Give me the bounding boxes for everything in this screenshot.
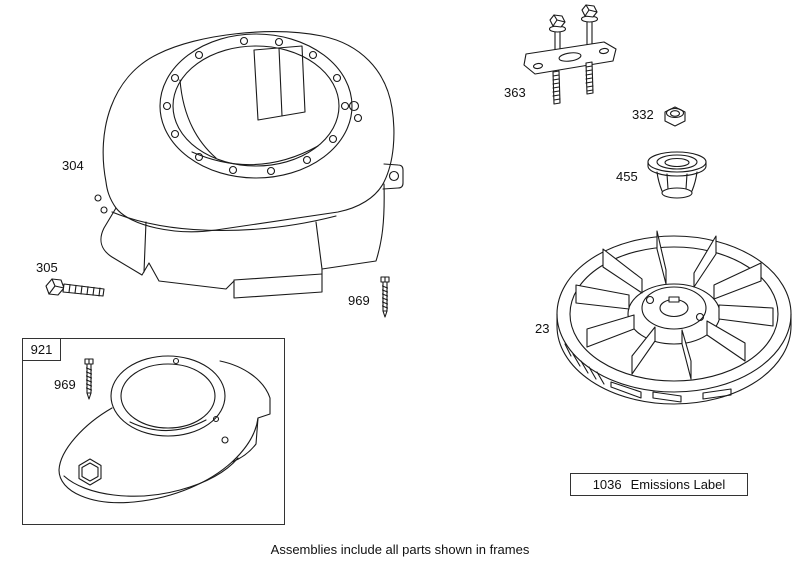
part-label-969-frame: 969 bbox=[54, 377, 76, 392]
part-label-969-upper: 969 bbox=[348, 293, 370, 308]
lower-housing-drawing bbox=[58, 355, 271, 504]
starter-cup-drawing bbox=[647, 151, 707, 199]
emissions-label-number: 1036 bbox=[592, 477, 622, 492]
blower-housing-drawing bbox=[94, 31, 404, 299]
part-label-304: 304 bbox=[62, 158, 84, 173]
assembly-frame-tag: 921 bbox=[23, 339, 61, 361]
part-label-332: 332 bbox=[632, 107, 654, 122]
emissions-label-text: Emissions Label bbox=[630, 477, 726, 492]
part-label-455: 455 bbox=[616, 169, 638, 184]
assembly-frame-921: 921 bbox=[22, 338, 285, 525]
screw-drawing-upper bbox=[380, 276, 390, 318]
puller-tool-drawing bbox=[523, 4, 617, 105]
hex-bolt-drawing bbox=[45, 278, 105, 297]
emissions-label-frame: 1036 Emissions Label bbox=[570, 473, 748, 496]
part-label-305: 305 bbox=[36, 260, 58, 275]
flywheel-drawing bbox=[556, 230, 792, 405]
part-label-363: 363 bbox=[504, 85, 526, 100]
flywheel-nut-drawing bbox=[664, 106, 686, 127]
assembly-note: Assemblies include all parts shown in fr… bbox=[270, 542, 530, 557]
part-label-23: 23 bbox=[535, 321, 550, 336]
screw-drawing-frame bbox=[84, 358, 94, 400]
